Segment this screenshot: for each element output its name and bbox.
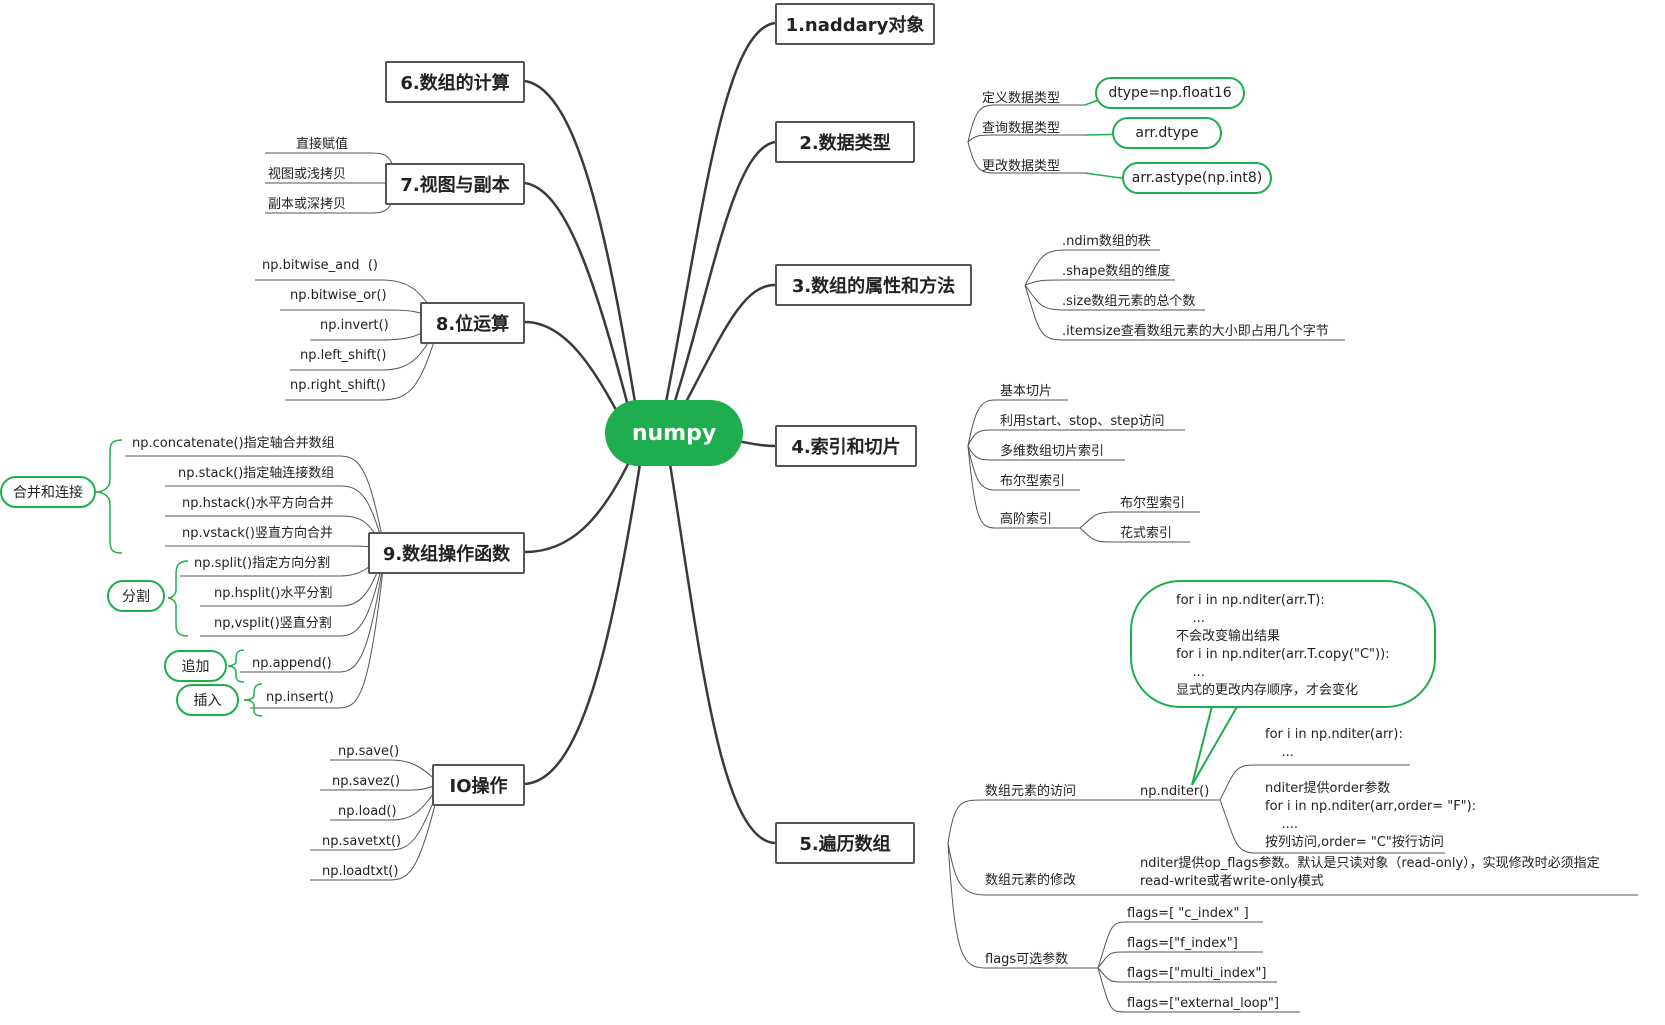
leaf-change-dtype: 更改数据类型 [982,159,1061,174]
leaf-invert: np.invert() [320,318,389,333]
leaf-concatenate: np.concatenate()指定轴合并数组 [132,436,335,451]
leaf-bitwise-or: np.bitwise_or() [290,288,387,303]
leaf-left-shift: np.left_shift() [300,348,387,363]
leaf-flags-param: flags可选参数 [985,952,1069,967]
leaf-flag-c-index: flags=[ "c_index" ] [1127,906,1249,921]
branch-io[interactable]: IO操作 [432,764,525,806]
leaf-ndim: .ndim数组的秩 [1062,234,1151,249]
pill-define-example: dtype=np.float16 [1095,77,1245,109]
branch-slicing[interactable]: 4.索引和切片 [775,425,917,467]
leaf-savetxt: np.savetxt() [322,834,402,849]
root-node[interactable]: numpy [605,400,743,466]
pill-query-example: arr.dtype [1112,117,1222,149]
leaf-hstack: np.hstack()水平方向合并 [182,496,334,511]
leaf-element-access: 数组元素的访问 [985,784,1077,799]
leaf-vstack: np.vstack()竖直方向合并 [182,526,333,541]
leaf-bitwise-and: np.bitwise_and () [262,258,378,273]
leaf-view: 视图或浅拷贝 [268,167,347,182]
branch-array-ops[interactable]: 9.数组操作函数 [368,532,525,574]
pill-insert: 插入 [176,684,239,716]
leaf-advanced-index: 高阶索引 [1000,512,1053,527]
branch-bitops[interactable]: 8.位运算 [420,302,525,344]
leaf-loadtxt: np.loadtxt() [322,864,399,879]
leaf-nditer-order: nditer提供order参数 for i in np.nditer(arr,o… [1265,781,1477,850]
leaf-element-modify: 数组元素的修改 [985,873,1077,888]
leaf-shape: .shape数组的维度 [1062,264,1171,279]
leaf-flag-external-loop: flags=["external_loop"] [1127,996,1279,1011]
leaf-nditer-loop: for i in np.nditer(arr): ... [1265,727,1403,760]
leaf-save: np.save() [338,744,400,759]
leaf-itemsize: .itemsize查看数组元素的大小即占用几个字节 [1062,324,1329,339]
leaf-start-stop-step: 利用start、stop、step访问 [1000,414,1165,429]
leaf-define-dtype: 定义数据类型 [982,91,1061,106]
leaf-deep-copy: 副本或深拷贝 [268,197,347,212]
leaf-adv-bool-index: 布尔型索引 [1120,496,1186,511]
leaf-flag-f-index: flags=["f_index"] [1127,936,1238,951]
leaf-split: np.split()指定方向分割 [194,556,331,571]
leaf-load: np.load() [338,804,397,819]
leaf-direct-assign: 直接赋值 [296,137,349,152]
branch-attrs[interactable]: 3.数组的属性和方法 [775,264,972,306]
pill-split: 分割 [107,580,165,612]
leaf-savez: np.savez() [332,774,401,789]
leaf-hsplit: np.hsplit()水平分割 [214,586,333,601]
leaf-vsplit: np,vsplit()竖直分割 [214,616,332,631]
leaf-op-flags-desc: nditer提供op_flags参数。默认是只读对象（read-only），实现… [1140,856,1600,889]
leaf-nditer: np.nditer() [1140,784,1210,799]
leaf-bool-index: 布尔型索引 [1000,474,1066,489]
leaf-stack: np.stack()指定轴连接数组 [178,466,335,481]
branch-iterate[interactable]: 5.遍历数组 [775,822,915,864]
leaf-flag-multi-index: flags=["multi_index"] [1127,966,1267,981]
leaf-fancy-index: 花式索引 [1120,526,1173,541]
pill-append: 追加 [164,650,227,682]
leaf-right-shift: np.right_shift() [290,378,386,393]
leaf-insert: np.insert() [266,690,334,705]
leaf-append: np.append() [252,656,332,671]
branch-dtype[interactable]: 2.数据类型 [775,121,915,163]
leaf-multidim-slice: 多维数组切片索引 [1000,444,1105,459]
leaf-query-dtype: 查询数据类型 [982,121,1061,136]
branch-ndarray[interactable]: 1.naddary对象 [775,3,935,45]
pill-merge: 合并和连接 [0,476,96,508]
leaf-basic-slice: 基本切片 [1000,384,1053,399]
branch-copy[interactable]: 7.视图与副本 [385,163,525,205]
pill-change-example: arr.astype(np.int8) [1122,162,1272,194]
leaf-size: .size数组元素的总个数 [1062,294,1196,309]
nditer-callout: for i in np.nditer(arr.T): ... 不会改变输出结果 … [1130,580,1436,708]
branch-compute[interactable]: 6.数组的计算 [385,61,525,103]
